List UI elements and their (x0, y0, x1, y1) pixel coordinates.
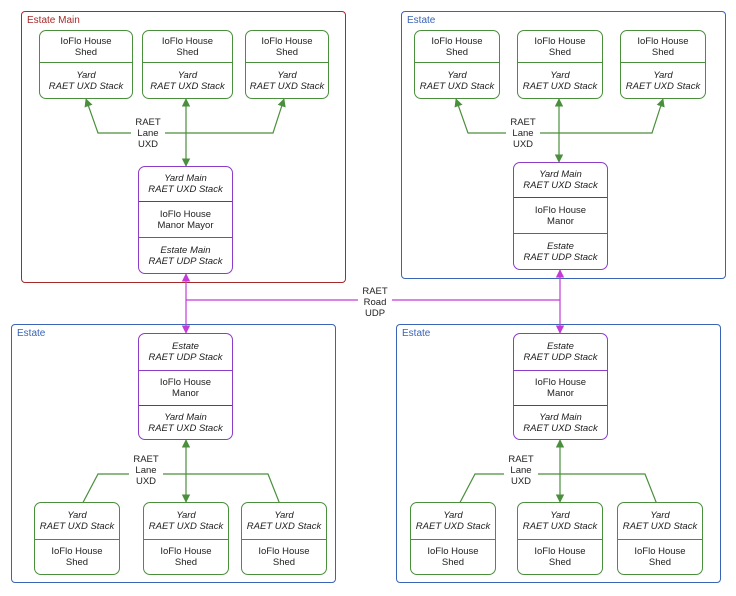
estate-title: Estate Main (27, 15, 80, 26)
estate-title: Estate (402, 328, 431, 339)
lane-wire (84, 98, 286, 134)
estate-title: Estate (407, 15, 436, 26)
estate-frame-bottom-left: Estate (11, 324, 336, 583)
estate-title: Estate (17, 328, 46, 339)
